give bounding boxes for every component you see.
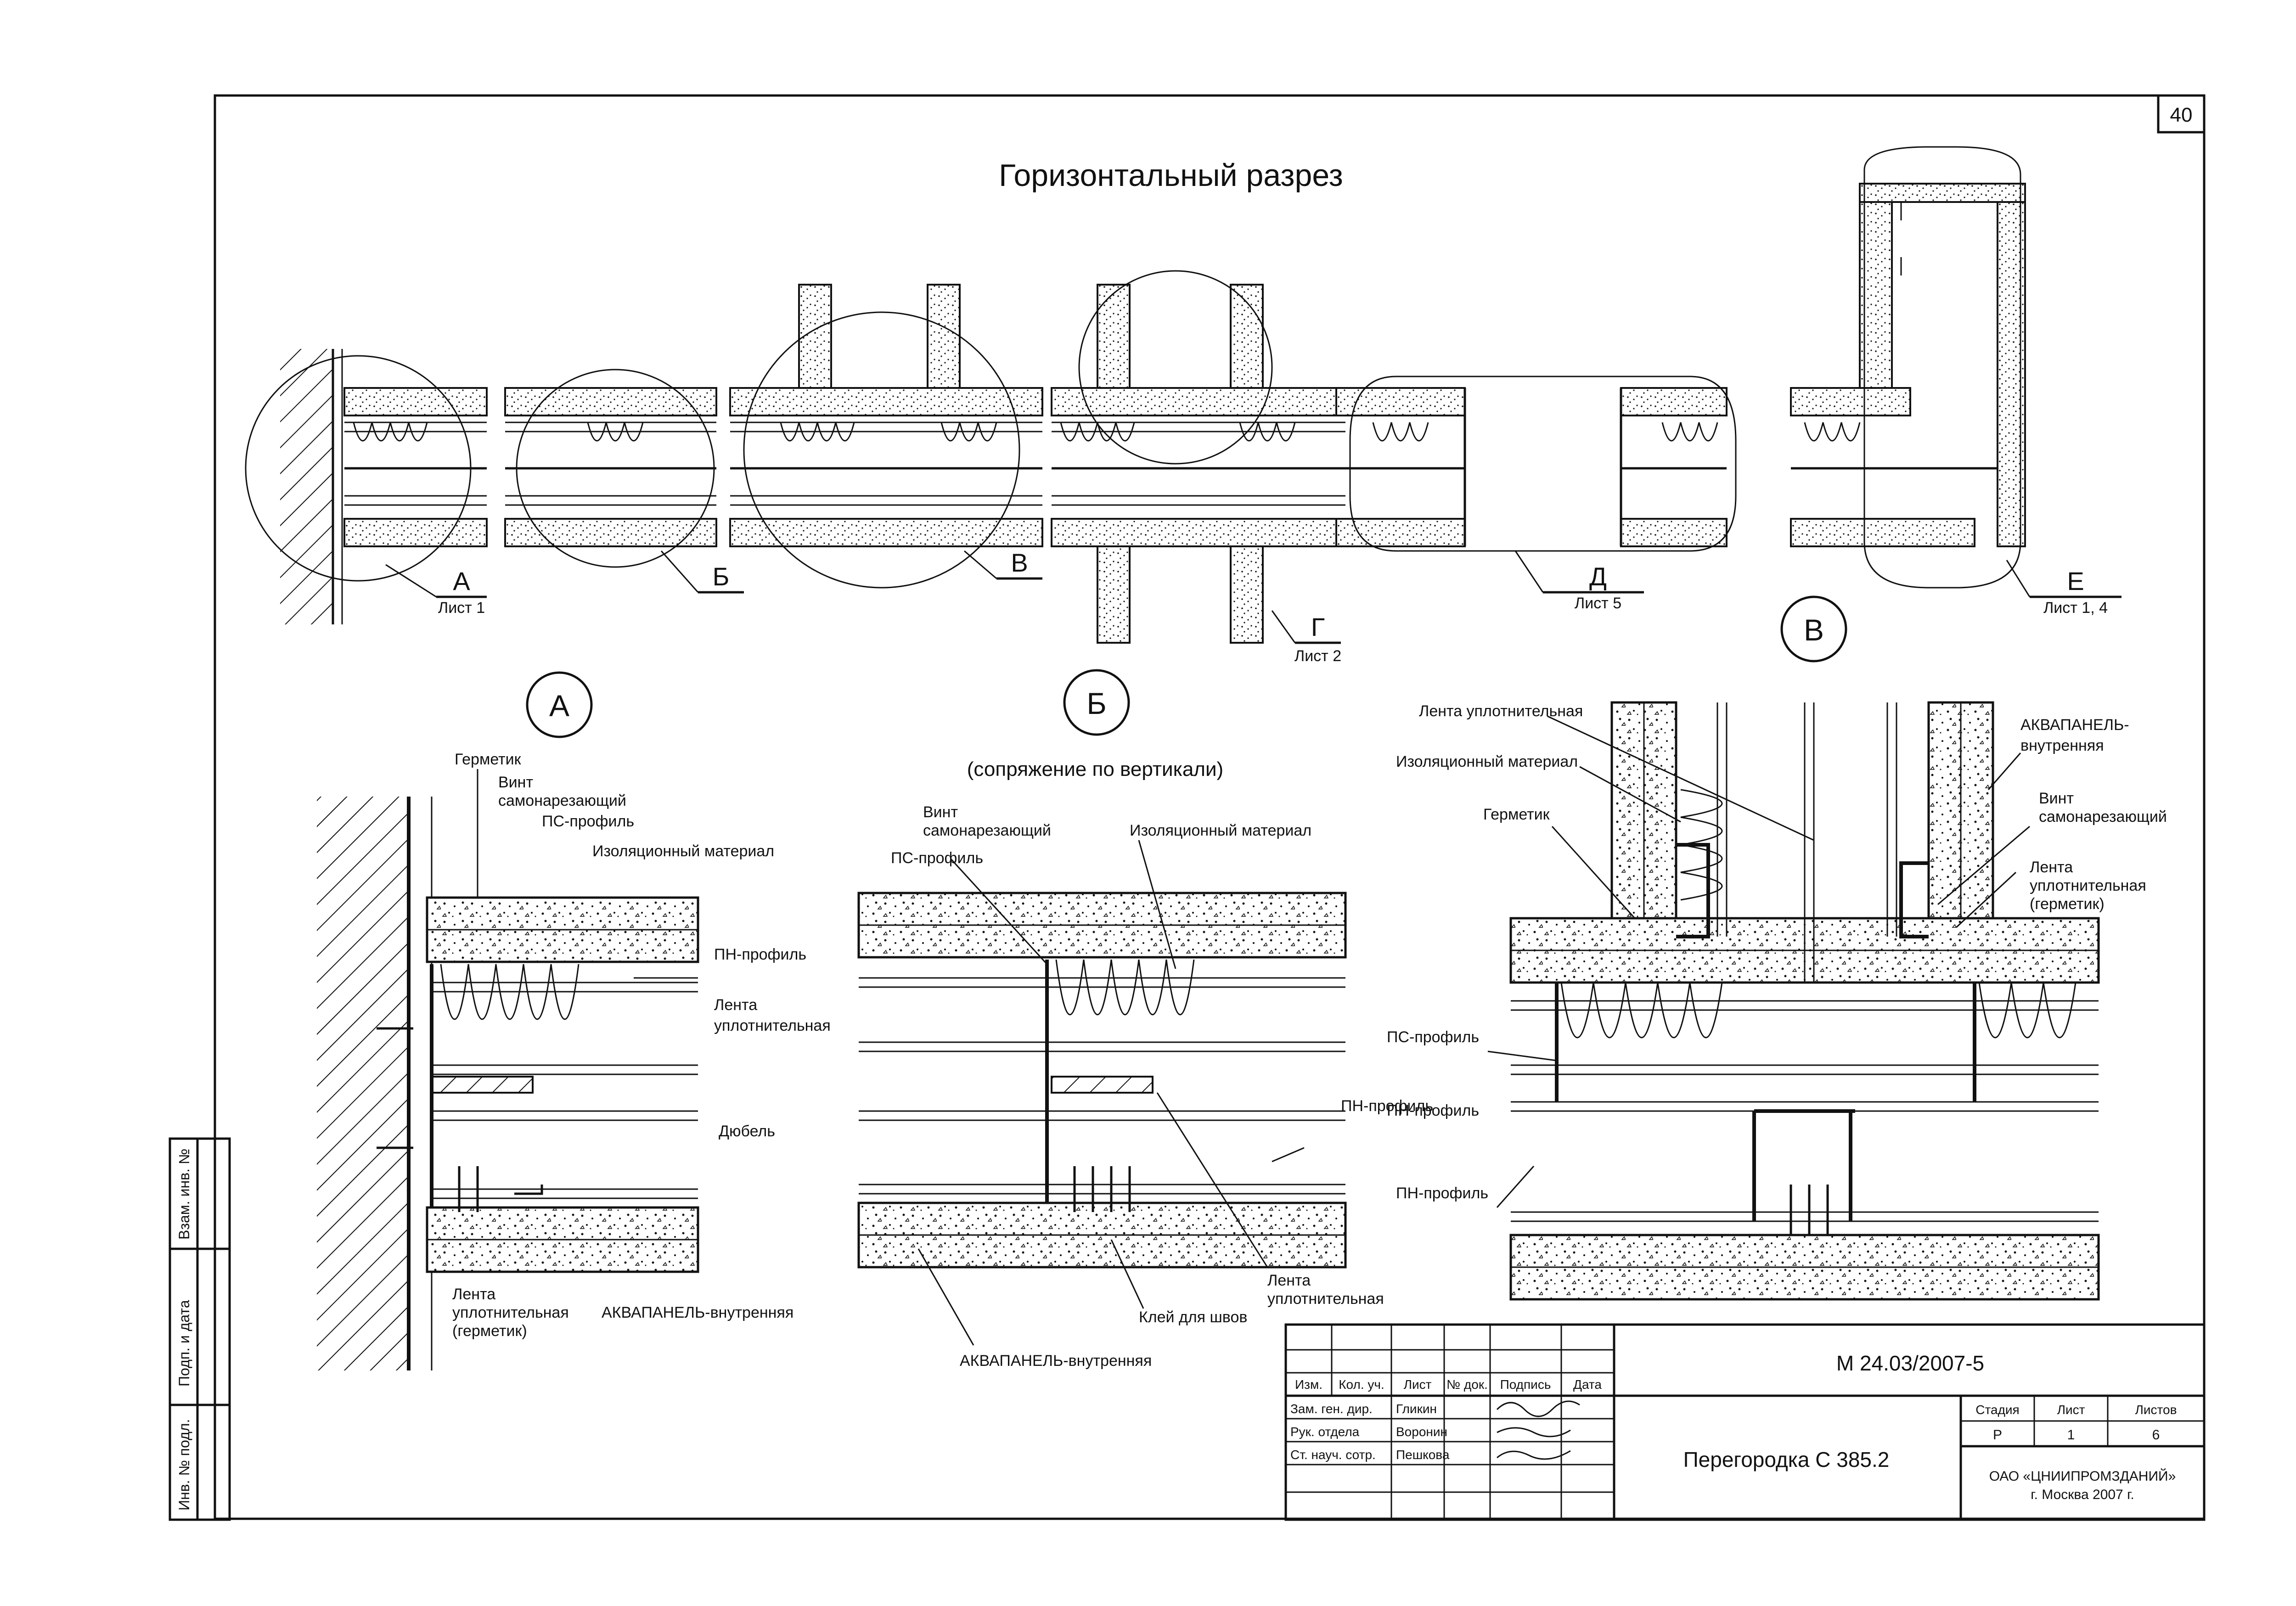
detB-pn-profile: ПН-профиль xyxy=(1341,1097,1433,1115)
section-E-sheet: Лист 1, 4 xyxy=(2043,599,2108,617)
callout-B-circle xyxy=(1063,669,1130,736)
detV-aquapanel-2: внутренняя xyxy=(2020,737,2104,754)
section-D-overview: Д Лист 5 xyxy=(1335,376,1737,612)
detB-screw-2: самонарезающий xyxy=(923,822,1051,839)
tb-role-3: Ст. науч. сотр. xyxy=(1290,1448,1376,1462)
stamp-sign-date: Подп. и дата xyxy=(176,1300,192,1387)
detV-tape: Лента уплотнительная xyxy=(1419,702,1583,720)
detV-screw-2: самонарезающий xyxy=(2039,808,2167,825)
detA-tape-h-2: уплотнительная xyxy=(452,1304,569,1321)
detB-ps-profile: ПС-профиль xyxy=(891,849,983,867)
tb-sheets-hdr: Листов xyxy=(2135,1403,2177,1417)
detA-insulation: Изоляционный материал xyxy=(592,842,774,860)
detV-insulation: Изоляционный материал xyxy=(1396,753,1578,770)
tb-hdr-data: Дата xyxy=(1573,1377,1602,1392)
tb-sheets: 6 xyxy=(2152,1427,2160,1443)
tb-hdr-izm: Изм. xyxy=(1295,1377,1322,1392)
detA-aquapanel: АКВАПАНЕЛЬ-внутренняя xyxy=(602,1304,793,1321)
detV-tape-h-3: (герметик) xyxy=(2030,895,2105,913)
section-B-label: Б xyxy=(713,562,730,591)
detail-B xyxy=(857,840,1347,1346)
detV-hermetic: Герметик xyxy=(1483,806,1550,823)
detB-screw-1: Винт xyxy=(923,803,958,821)
tb-hdr-ndok: № док. xyxy=(1446,1377,1488,1392)
detV-aquapanel-1: АКВАПАНЕЛЬ- xyxy=(2020,716,2129,734)
detA-pn-profile: ПН-профиль xyxy=(714,946,806,963)
tb-hdr-podpis: Подпись xyxy=(1500,1377,1551,1392)
detA-screw-1: Винт xyxy=(498,774,533,791)
detB-tape-1: Лента xyxy=(1267,1272,1311,1289)
tb-name-1: Гликин xyxy=(1396,1402,1437,1416)
callout-A-circle xyxy=(526,671,593,738)
callout-A-label: А xyxy=(549,689,569,723)
page-title: Горизонтальный разрез xyxy=(999,158,1343,193)
section-V-label: В xyxy=(1011,548,1028,577)
detB-insulation: Изоляционный материал xyxy=(1130,822,1311,839)
detA-tape-h-1: Лента xyxy=(452,1286,495,1303)
section-E-label: Е xyxy=(2067,567,2084,595)
detA-screw-2: самонарезающий xyxy=(498,792,626,809)
section-G-overview: Г Лист 2 xyxy=(1051,270,1346,665)
tb-stage: Р xyxy=(1993,1427,2002,1443)
product-name: Перегородка С 385.2 xyxy=(1683,1448,1890,1471)
detA-tape-2: уплотнительная xyxy=(714,1017,831,1034)
detA-ps-profile: ПС-профиль xyxy=(542,813,634,830)
detB-glue: Клей для швов xyxy=(1139,1308,1247,1326)
detV-tape-h-1: Лента xyxy=(2030,859,2073,876)
section-A-label: А xyxy=(453,567,470,595)
tb-hdr-list: Лист xyxy=(1404,1377,1432,1392)
detA-hermetic: Герметик xyxy=(455,751,522,768)
callout-B-label: Б xyxy=(1086,686,1106,720)
detB-tape-2: уплотнительная xyxy=(1267,1290,1384,1308)
sheet-number: 40 xyxy=(2170,104,2193,126)
detV-pn-profile-1: ПН-профиль xyxy=(1387,1102,1479,1119)
detV-tape-h-2: уплотнительная xyxy=(2030,877,2146,894)
detV-screw-1: Винт xyxy=(2039,790,2074,807)
section-G-sheet: Лист 2 xyxy=(1294,647,1341,665)
tb-org-1: ОАО «ЦНИИПРОМЗДАНИЙ» xyxy=(1989,1468,2176,1484)
detA-tape-h-3: (герметик) xyxy=(452,1322,527,1340)
tb-stage-hdr: Стадия xyxy=(1975,1403,2019,1417)
tb-role-2: Рук. отдела xyxy=(1290,1425,1360,1439)
detA-tape-1: Лента xyxy=(714,996,757,1014)
section-A-overview: А Лист 1 xyxy=(245,349,488,624)
section-D-sheet: Лист 5 xyxy=(1575,595,1621,612)
tb-sheet-hdr: Лист xyxy=(2057,1403,2085,1417)
detail-V xyxy=(1487,701,2100,1301)
stamp-inv-orig: Инв. № подл. xyxy=(176,1419,192,1511)
tb-sheet: 1 xyxy=(2067,1427,2075,1443)
detA-dowel: Дюбель xyxy=(719,1123,775,1140)
tb-name-2: Воронин xyxy=(1396,1425,1447,1439)
sheet-frame xyxy=(214,94,2206,1520)
callout-V-label: В xyxy=(1804,613,1824,647)
tb-hdr-kol: Кол. уч. xyxy=(1339,1377,1384,1392)
sheet-number-box xyxy=(2157,94,2206,134)
section-E-overview: Е Лист 1, 4 xyxy=(1790,146,2122,617)
side-stamp xyxy=(169,1137,231,1521)
callout-V-circle xyxy=(1780,595,1847,663)
tb-role-1: Зам. ген. дир. xyxy=(1290,1402,1373,1416)
detV-pn-profile-2: ПН-профиль xyxy=(1396,1185,1488,1202)
section-A-sheet: Лист 1 xyxy=(438,599,485,617)
detail-B-subtitle: (сопряжение по вертикали) xyxy=(967,758,1223,781)
title-block xyxy=(1284,1323,2206,1521)
section-D-label: Д xyxy=(1589,562,1607,591)
detB-aquapanel: АКВАПАНЕЛЬ-внутренняя xyxy=(960,1352,1152,1370)
tb-org-2: г. Москва 2007 г. xyxy=(2031,1487,2134,1502)
section-G-label: Г xyxy=(1311,612,1325,641)
section-B-overview: Б xyxy=(504,369,744,594)
detail-A xyxy=(317,769,699,1370)
tb-name-3: Пешкова xyxy=(1396,1448,1450,1462)
section-V-overview: В xyxy=(729,284,1043,589)
doc-code: М 24.03/2007-5 xyxy=(1836,1351,1984,1375)
stamp-inv-replace: Взам. инв. № xyxy=(176,1149,192,1240)
detV-ps-profile: ПС-профиль xyxy=(1387,1028,1479,1046)
